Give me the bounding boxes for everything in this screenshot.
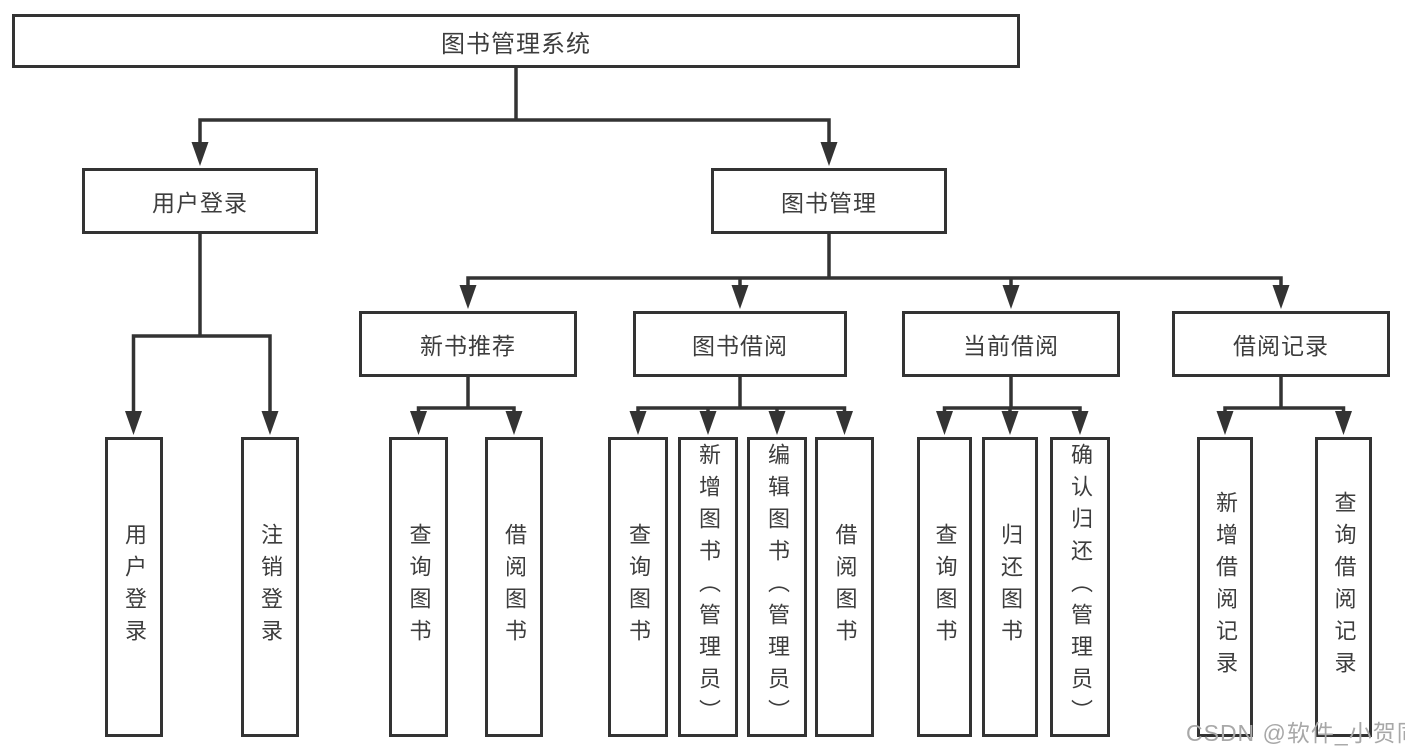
node-borrow-records-label: 借阅记录 <box>1233 333 1329 359</box>
node-user-login: 用户登录 <box>82 168 318 234</box>
leaf-add-borrow-record-label: 新增借阅记录 <box>1213 491 1238 683</box>
node-root-label: 图书管理系统 <box>441 30 591 58</box>
leaf-add-book-admin-label: 新增图书（管理员） <box>696 443 721 731</box>
leaf-logout: 注销登录 <box>241 437 299 737</box>
leaf-query-book-current-label: 查询图书 <box>932 523 958 651</box>
node-new-book-recommend-label: 新书推荐 <box>420 333 516 359</box>
leaf-add-book-admin: 新增图书（管理员） <box>678 437 738 737</box>
leaf-borrow-book-recommend: 借阅图书 <box>485 437 543 737</box>
leaf-user-login-label: 用户登录 <box>122 523 147 651</box>
node-root: 图书管理系统 <box>12 14 1020 68</box>
leaf-query-borrow-record: 查询借阅记录 <box>1315 437 1372 737</box>
leaf-query-book-borrow-label: 查询图书 <box>626 523 651 651</box>
node-book-borrow-label: 图书借阅 <box>692 333 788 359</box>
node-current-borrow: 当前借阅 <box>902 311 1120 377</box>
leaf-add-borrow-record: 新增借阅记录 <box>1197 437 1253 737</box>
leaf-query-book-recommend-label: 查询图书 <box>406 523 432 651</box>
leaf-return-book-label: 归还图书 <box>998 523 1023 651</box>
node-new-book-recommend: 新书推荐 <box>359 311 577 377</box>
leaf-query-book-recommend: 查询图书 <box>389 437 448 737</box>
node-borrow-records: 借阅记录 <box>1172 311 1390 377</box>
leaf-edit-book-admin: 编辑图书（管理员） <box>747 437 807 737</box>
leaf-user-login: 用户登录 <box>105 437 163 737</box>
leaf-borrow-book: 借阅图书 <box>815 437 874 737</box>
leaf-borrow-book-label: 借阅图书 <box>832 523 858 651</box>
leaf-borrow-book-recommend-label: 借阅图书 <box>502 523 527 651</box>
leaf-logout-label: 注销登录 <box>258 523 283 651</box>
leaf-confirm-return-admin: 确认归还（管理员） <box>1050 437 1110 737</box>
leaf-query-book-current: 查询图书 <box>917 437 972 737</box>
leaf-return-book: 归还图书 <box>982 437 1038 737</box>
node-book-borrow: 图书借阅 <box>633 311 847 377</box>
node-book-management-label: 图书管理 <box>781 190 877 216</box>
leaf-confirm-return-admin-label: 确认归还（管理员） <box>1068 443 1093 731</box>
leaf-query-borrow-record-label: 查询借阅记录 <box>1331 491 1357 683</box>
node-book-management: 图书管理 <box>711 168 947 234</box>
node-current-borrow-label: 当前借阅 <box>963 333 1059 359</box>
leaf-edit-book-admin-label: 编辑图书（管理员） <box>765 443 790 731</box>
leaf-query-book-borrow: 查询图书 <box>608 437 668 737</box>
node-user-login-label: 用户登录 <box>152 190 248 216</box>
csdn-watermark: CSDN @软件_小贺同学 <box>1186 720 1405 746</box>
